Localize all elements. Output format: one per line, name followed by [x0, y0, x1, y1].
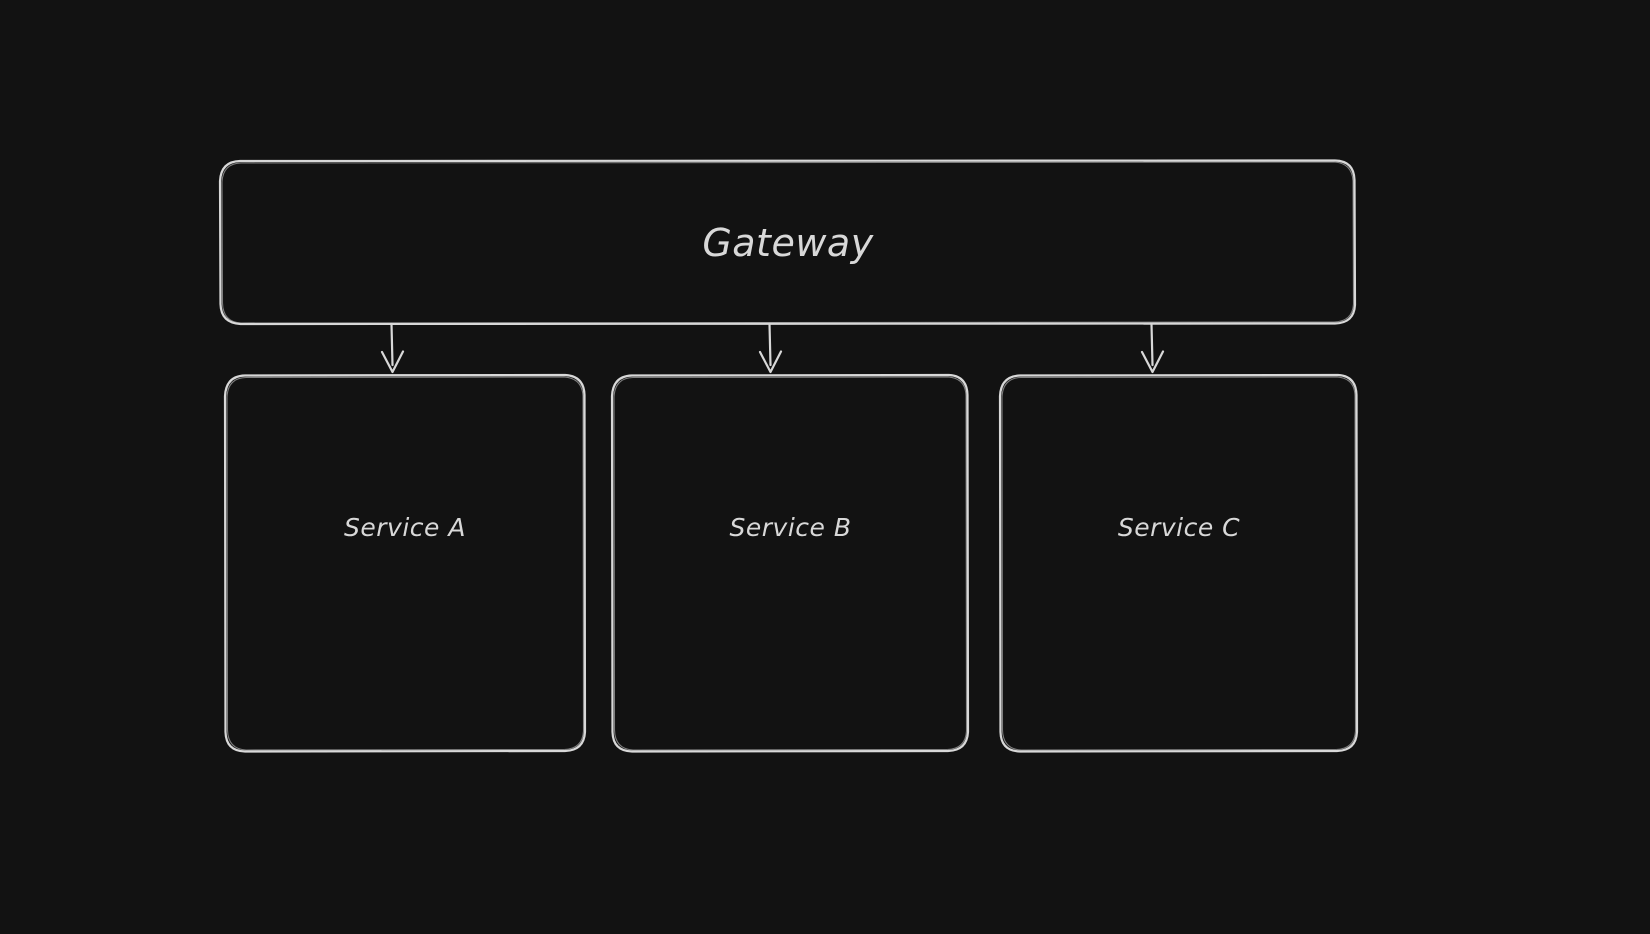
edge-gateway-service-c	[1140, 322, 1165, 374]
node-gateway-label: Gateway	[702, 220, 874, 265]
node-gateway[interactable]: Gateway	[220, 160, 1356, 325]
node-service-a-label: Service A	[344, 513, 466, 542]
edge-gateway-service-a	[380, 322, 405, 374]
node-service-b-label: Service B	[729, 513, 852, 542]
node-service-b[interactable]: Service B	[612, 375, 969, 753]
node-service-c[interactable]: Service C	[1000, 375, 1358, 753]
edge-gateway-service-b	[758, 322, 783, 374]
node-service-a[interactable]: Service A	[225, 375, 585, 753]
node-service-c-label: Service C	[1117, 513, 1241, 542]
